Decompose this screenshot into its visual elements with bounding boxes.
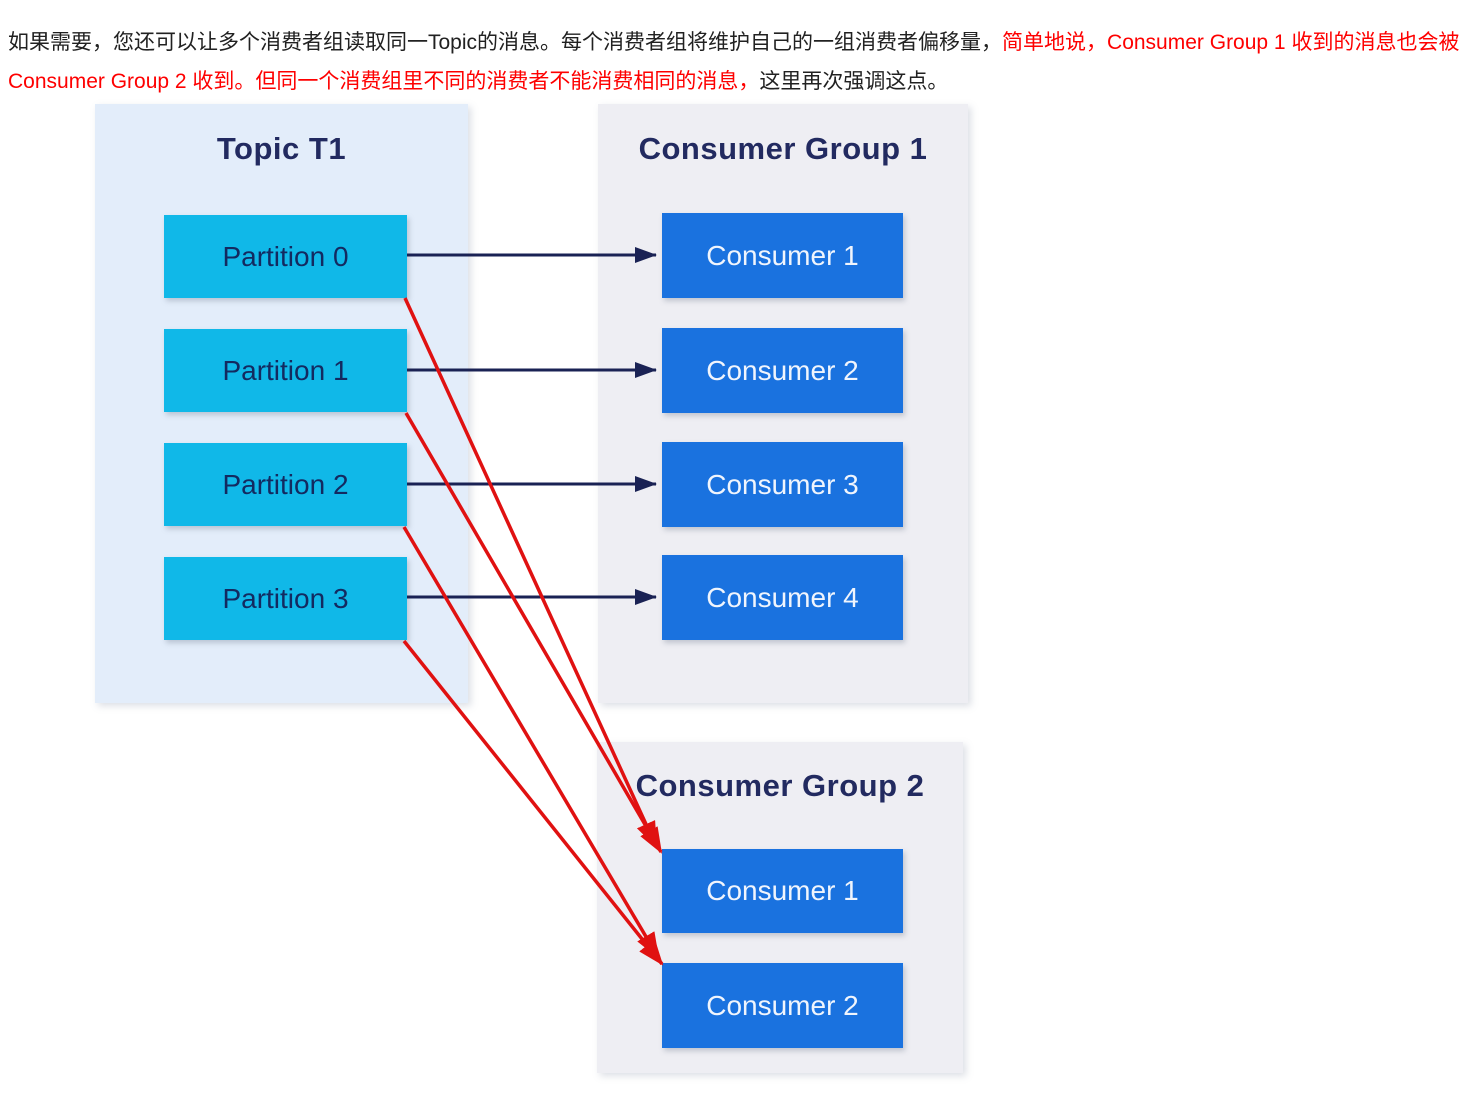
- group2-consumer-2-box: Consumer 2: [662, 963, 903, 1048]
- intro-text-black-2: 这里再次强调这点。: [759, 70, 949, 93]
- group1-consumer-1-box: Consumer 1: [662, 213, 903, 298]
- group1-consumer-2-box: Consumer 2: [662, 328, 903, 413]
- group2-consumer-1-box: Consumer 1: [662, 849, 903, 933]
- partition-1-box: Partition 1: [164, 329, 407, 412]
- partition-3-box: Partition 3: [164, 557, 407, 640]
- consumer-group-2-title: Consumer Group 2: [635, 768, 925, 803]
- group1-consumer-4-box: Consumer 4: [662, 555, 903, 640]
- consumer-group-1-title: Consumer Group 1: [638, 131, 928, 166]
- partition-2-box: Partition 2: [164, 443, 407, 526]
- intro-paragraph: 如果需要，您还可以让多个消费者组读取同一Topic的消息。每个消费者组将维护自己…: [8, 23, 1464, 101]
- topic-title: Topic T1: [216, 131, 347, 166]
- intro-text-black-1: 如果需要，您还可以让多个消费者组读取同一Topic的消息。每个消费者组将维护自己…: [8, 31, 1003, 54]
- intro-text-red: 简单地说，Consumer Group 1 收到的消息也会被Consumer G…: [8, 31, 1460, 93]
- partition-0-box: Partition 0: [164, 215, 407, 298]
- group1-consumer-3-box: Consumer 3: [662, 442, 903, 527]
